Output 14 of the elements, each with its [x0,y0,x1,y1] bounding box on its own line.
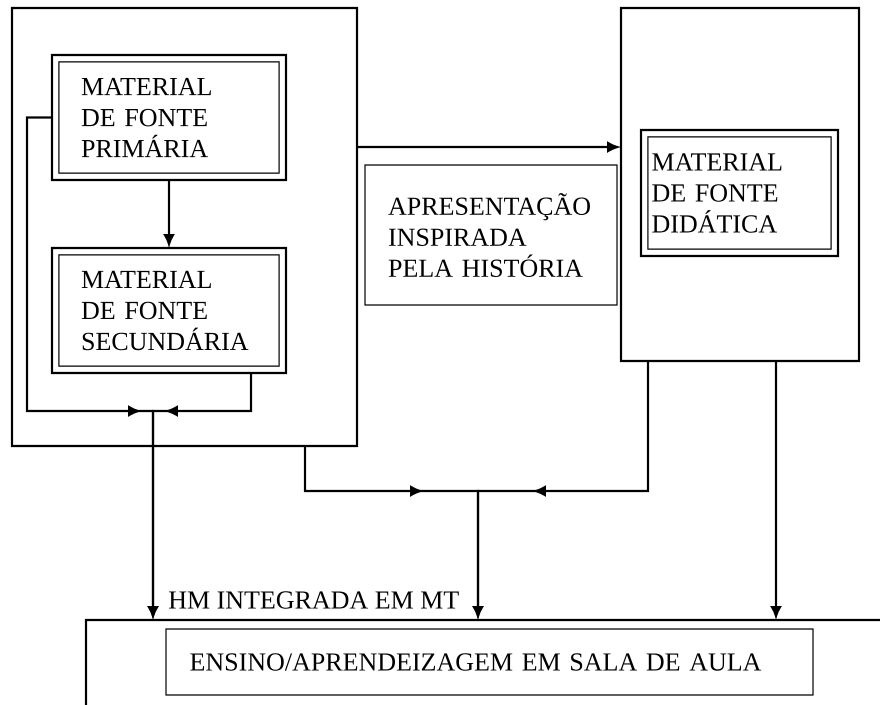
double-bordered-box: MATERIAL DE FONTE DIDÁTICA [640,128,840,258]
text-box: APRESENTAÇÃO INSPIRADA PELA HISTÓRIA [364,164,618,306]
arrow [148,373,252,618]
arrow [164,180,174,246]
container-box [10,6,358,448]
arrow [357,142,618,152]
frame [84,618,880,705]
container-box [620,6,860,362]
arrow [770,361,782,618]
double-bordered-box: MATERIAL DE FONTE PRIMÁRIA [50,54,288,182]
text-box: ENSINO/APRENDEIZAGEM EM SALA DE AULA [165,628,814,696]
arrow [472,361,650,618]
text-label: HM INTEGRADA EM MT [168,591,459,609]
double-bordered-box: MATERIAL DE FONTE SECUNDÁRIA [50,246,288,374]
